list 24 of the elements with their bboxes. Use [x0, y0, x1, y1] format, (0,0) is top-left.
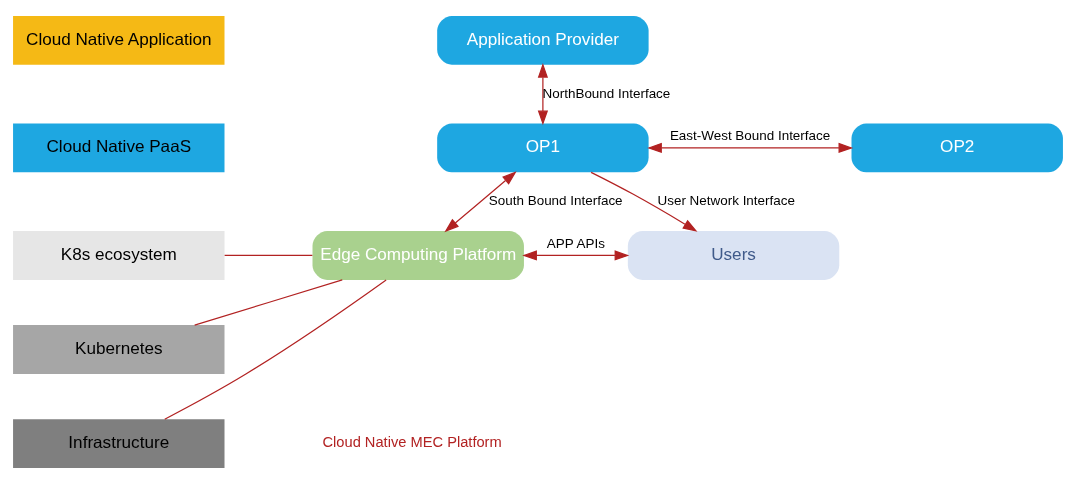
node-box: OP1 — [437, 123, 649, 173]
connector — [194, 279, 343, 326]
node-box: Cloud Native Application — [13, 15, 225, 65]
node-box: Kubernetes — [13, 325, 225, 374]
label: Cloud Native MEC Platform — [322, 434, 502, 451]
arrow — [537, 63, 549, 126]
node-box: OP2 — [851, 123, 1063, 173]
node-box: Edge Computing Platform — [312, 231, 524, 280]
connector — [164, 279, 387, 420]
node-box: Users — [627, 231, 840, 280]
edge-label: User Network Interface — [657, 193, 795, 209]
edge-label: APP APIs — [546, 235, 605, 251]
node-box: Application Provider — [437, 15, 649, 65]
edge-label: East-West Bound Interface — [669, 128, 831, 144]
connector — [224, 254, 313, 257]
arrow — [590, 171, 698, 232]
node-box: Cloud Native PaaS — [13, 123, 225, 173]
arrow — [444, 171, 517, 233]
node-box: K8s ecosystem — [13, 231, 225, 280]
arrow — [647, 142, 854, 154]
arrow — [522, 250, 630, 261]
edge-label: South Bound Interface — [488, 193, 623, 209]
node-box: Infrastructure — [13, 419, 225, 469]
edge-label: NorthBound Interface — [542, 85, 671, 101]
